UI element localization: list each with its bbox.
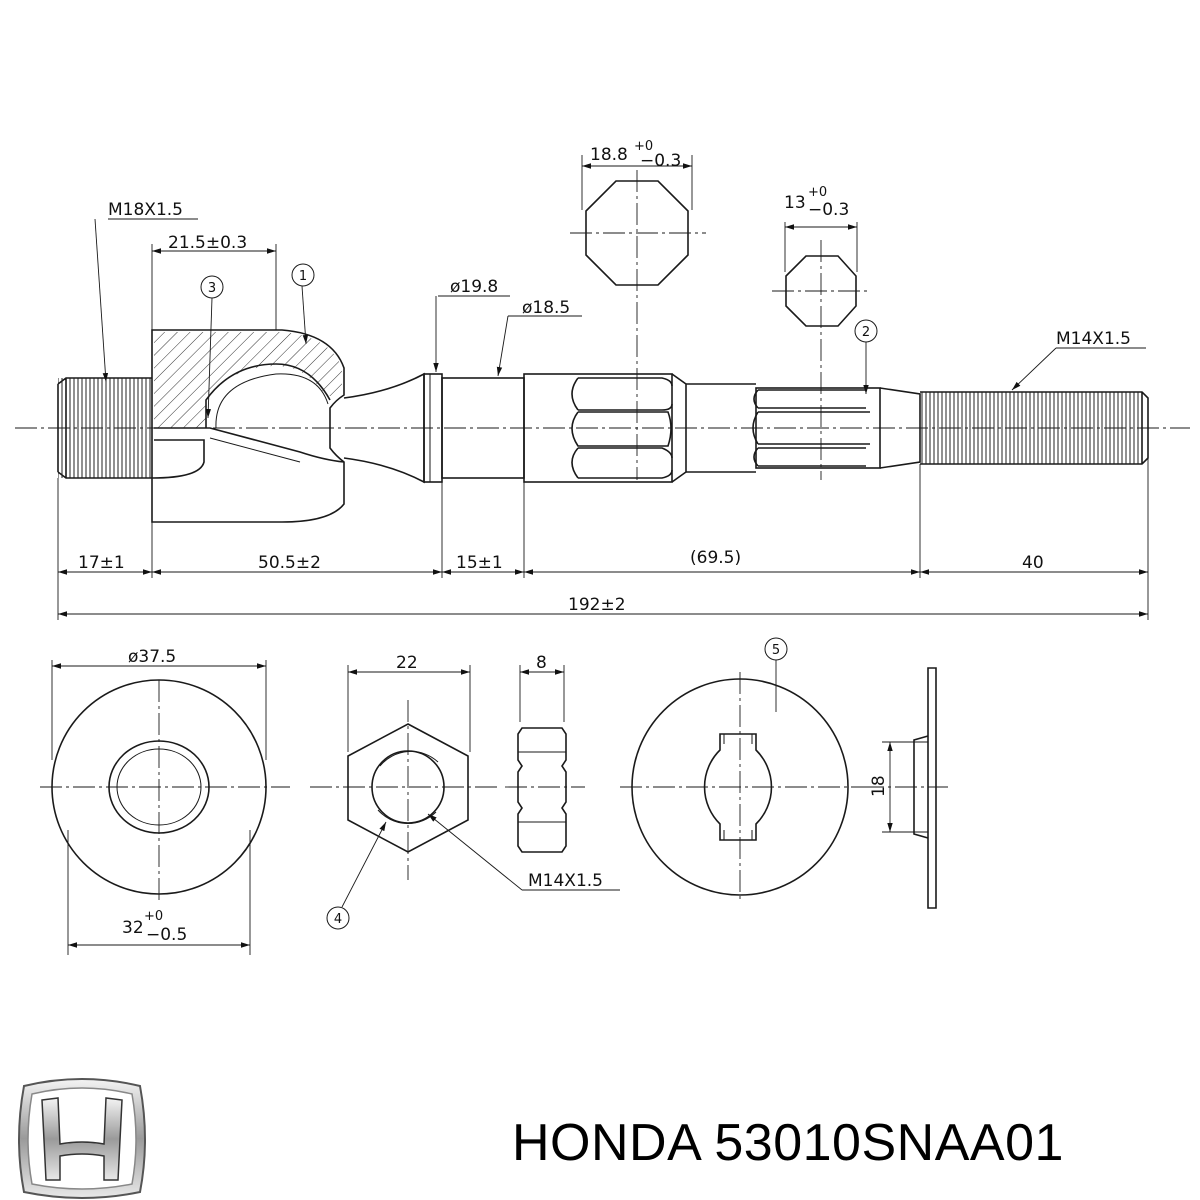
dim-21-5-label: 21.5±0.3	[168, 233, 247, 253]
svg-text:2: 2	[862, 325, 870, 340]
honda-h-logo-icon	[18, 1078, 146, 1199]
dim-32-tol-minus: −0.5	[146, 925, 187, 945]
ball-housing	[151, 329, 345, 523]
hex-large-tol-plus: +0	[634, 139, 653, 154]
dim-32-tol-plus: +0	[144, 909, 163, 924]
dim-8-label: 8	[536, 653, 547, 673]
hex-small-nominal: 13	[784, 193, 806, 213]
brand-part-number-title: HONDA 53010SNAA01	[512, 1114, 1064, 1172]
dim-50-5-label: 50.5±2	[258, 553, 321, 573]
hex-section-18-8: 18.8 +0 −0.3	[570, 139, 706, 480]
tie-rod-side-view: 21.5±0.3 M18X1.5 17±1 50.5±2 15±1 (69.5)…	[15, 200, 1190, 620]
dim-15-label: 15±1	[456, 553, 503, 573]
dim-69-5-label: (69.5)	[690, 548, 741, 568]
dim-22-label: 22	[396, 653, 418, 673]
hex-small-tol-minus: −0.3	[808, 200, 849, 220]
dim-dia-37-5-label: ø37.5	[128, 647, 176, 667]
hex-large-tol-minus: −0.3	[640, 151, 681, 171]
callout-3: 3	[200, 275, 224, 419]
callout-5: 5	[764, 637, 788, 712]
svg-text:1: 1	[299, 269, 307, 284]
nut-side-view: 8	[505, 653, 585, 853]
flat-section-2	[686, 383, 921, 473]
nut-thread-label: M14X1.5	[528, 871, 603, 891]
washer-view: ø37.5 32 +0 −0.5	[40, 647, 290, 955]
callout-2: 2	[854, 319, 878, 394]
left-thread	[57, 377, 152, 479]
nut-front-view: 22 M14X1.5 4	[310, 653, 620, 930]
hex-section	[523, 373, 687, 483]
callout-4: 4	[326, 821, 387, 930]
dim-192-label: 192±2	[568, 595, 626, 615]
svg-text:5: 5	[772, 643, 780, 658]
lock-washer-front-view: 5	[620, 637, 870, 900]
dim-32-nominal: 32	[122, 918, 144, 938]
svg-text:4: 4	[334, 912, 342, 927]
callout-1: 1	[291, 263, 315, 345]
lock-washer-side-view: 18	[862, 667, 948, 909]
hex-small-tol-plus: +0	[808, 185, 827, 200]
thread-m14-label: M14X1.5	[1056, 329, 1131, 349]
dim-dia-19-8-label: ø19.8	[450, 277, 498, 297]
svg-text:3: 3	[208, 281, 216, 296]
right-thread	[920, 391, 1149, 465]
dim-18-label: 18	[869, 775, 889, 797]
hex-large-nominal: 18.8	[590, 145, 628, 165]
hex-section-13: 13 +0 −0.3	[772, 185, 870, 480]
dim-17-label: 17±1	[78, 553, 125, 573]
dim-40-label: 40	[1022, 553, 1044, 573]
thread-m18-label: M18X1.5	[108, 200, 183, 220]
dim-dia-18-5-label: ø18.5	[522, 298, 570, 318]
